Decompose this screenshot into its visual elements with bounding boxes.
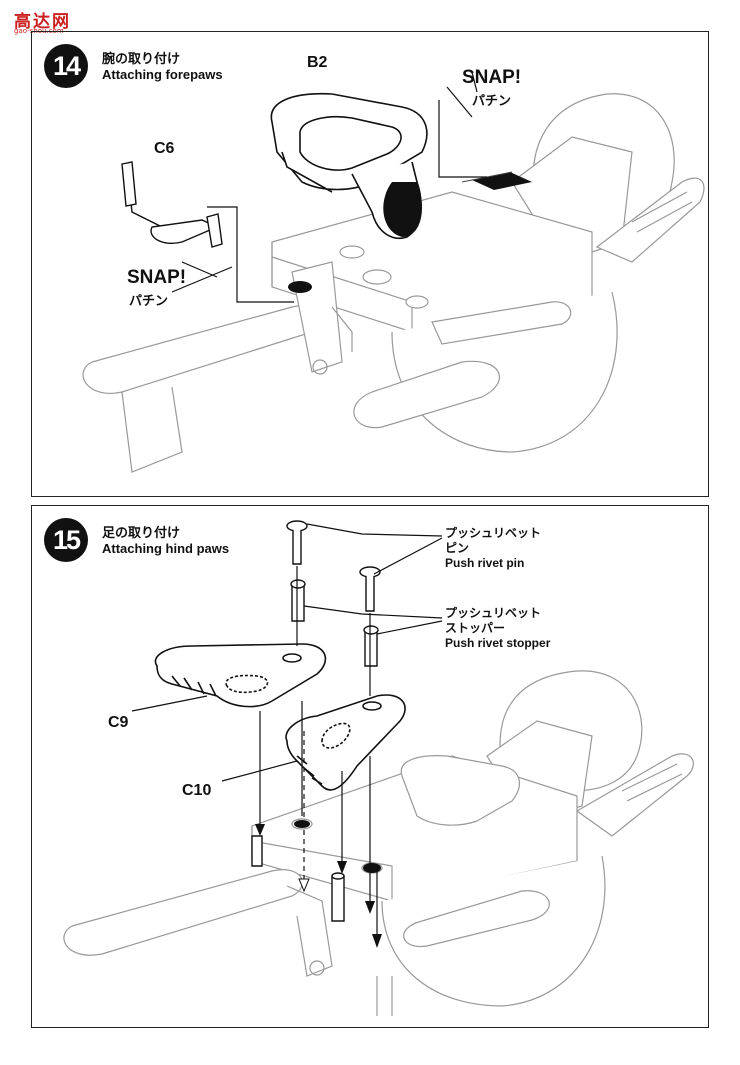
step-14-panel: 14 腕の取り付け Attaching forepaws B2 C6 SNAP!… [31,31,709,497]
step-14-illustration [82,71,705,473]
step-15-illustration [63,520,694,1016]
part-label-b2: B2 [307,54,328,71]
step-number-badge: 15 [44,518,88,562]
part-label-c9: C9 [108,714,129,731]
step-number-badge: 14 [44,44,88,88]
step-title-japanese: 腕の取り付け [102,52,181,67]
callout-stopper-en: Push rivet stopper [445,636,551,650]
snap-label-left: SNAP! [127,267,187,288]
callout-stopper-ja-line1: プッシュリベット [445,606,542,620]
step-title-english: Attaching forepaws [102,67,223,82]
callout-pin-ja-line2: ピン [445,541,470,555]
part-label-c6: C6 [154,140,175,157]
snap-label-top-japanese: パチン [472,94,512,109]
snap-label-left-japanese: パチン [129,294,169,309]
callout-pin-en: Push rivet pin [445,556,525,570]
snap-label-top: SNAP! [462,67,522,88]
part-label-c10: C10 [182,782,212,799]
callout-push-rivet-stopper: プッシュリベット ストッパー Push rivet stopper [445,606,550,651]
step-title-english: Attaching hind paws [102,541,230,556]
callout-push-rivet-pin: プッシュリベット ピン Push rivet pin [445,526,541,571]
watermark-title: 高达网 [14,12,71,32]
step-15-panel: 15 足の取り付け Attaching hind paws プッシュリベット ピ… [31,505,709,1028]
callout-pin-ja-line1: プッシュリベット [445,526,542,540]
step-title-japanese: 足の取り付け [102,526,181,541]
callout-stopper-ja-line2: ストッパー [445,621,506,635]
